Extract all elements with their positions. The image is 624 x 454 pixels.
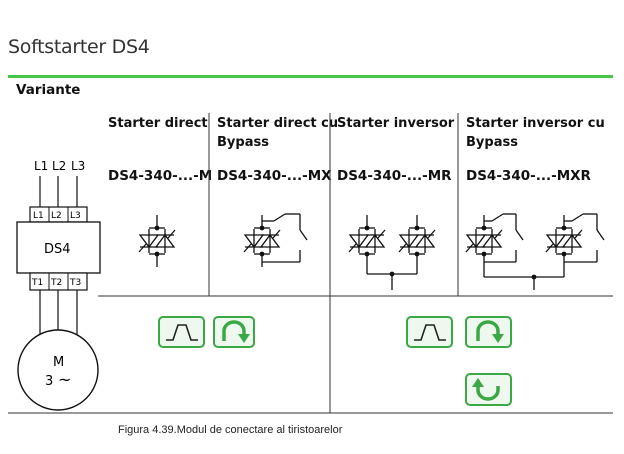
circuit-direct xyxy=(139,215,175,267)
section-label: Variante xyxy=(16,82,81,98)
table-grid xyxy=(8,113,613,414)
variant-code-mx: DS4-340-...-MX xyxy=(217,168,332,184)
circuit-direct-bypass xyxy=(244,213,308,267)
variant-code-mxr: DS4-340-...-MXR xyxy=(466,168,591,184)
column-header-direct: Starter direct xyxy=(108,114,208,133)
motor-label: M xyxy=(53,355,64,370)
reverse-rotation-icon xyxy=(465,373,512,406)
line-label: L1 xyxy=(34,159,48,173)
forward-rotation-icon xyxy=(213,316,255,348)
column-header-reversing: Starter inversor xyxy=(337,114,454,133)
column-header-direct-bypass: Starter direct cu Bypass xyxy=(217,114,338,152)
circuit-reversing xyxy=(349,215,435,290)
soft-start-ramp-icon xyxy=(406,316,453,348)
output-terminal-block xyxy=(29,272,88,291)
column-header-line1: Starter inversor cu xyxy=(466,116,605,131)
soft-start-ramp-icon xyxy=(158,316,205,348)
motor-tilde: ~ xyxy=(58,370,71,389)
motor-phase: 3 xyxy=(45,374,53,389)
device-label: DS4 xyxy=(44,242,71,257)
output-terminal-label: T1 xyxy=(31,278,43,288)
column-header-line1: Starter direct xyxy=(108,116,208,131)
column-header-line1: Starter direct cu xyxy=(217,116,339,131)
column-header-reversing-bypass: Starter inversor cu Bypass xyxy=(466,114,605,152)
page-title: Softstarter DS4 xyxy=(8,36,150,58)
motor-symbol xyxy=(17,329,99,411)
input-terminal-label: L2 xyxy=(51,211,62,221)
input-terminal-label: L1 xyxy=(33,211,44,221)
column-header-line2: Bypass xyxy=(217,135,269,150)
circuit-reversing-bypass xyxy=(466,213,605,290)
line-label: L2 xyxy=(52,159,66,173)
column-header-line1: Starter inversor xyxy=(337,116,455,131)
wiring-schematic: L1 L2 L3 L1 L2 L3 DS4 T1 T2 T3 M 3 ~ xyxy=(16,159,101,411)
ds4-device-box xyxy=(16,221,101,274)
input-terminal-label: L3 xyxy=(70,211,81,221)
output-terminal-label: T2 xyxy=(50,278,62,288)
line-label: L3 xyxy=(71,159,85,173)
forward-rotation-icon xyxy=(465,316,512,348)
output-terminal-label: T3 xyxy=(69,278,81,288)
variant-code-mr: DS4-340-...-MR xyxy=(337,168,452,184)
title-underline xyxy=(8,75,613,78)
column-header-line2: Bypass xyxy=(466,135,518,150)
variant-code-m: DS4-340-...-M xyxy=(108,168,213,184)
figure-caption: Figura 4.39.Modul de conectare al tirist… xyxy=(118,424,343,436)
